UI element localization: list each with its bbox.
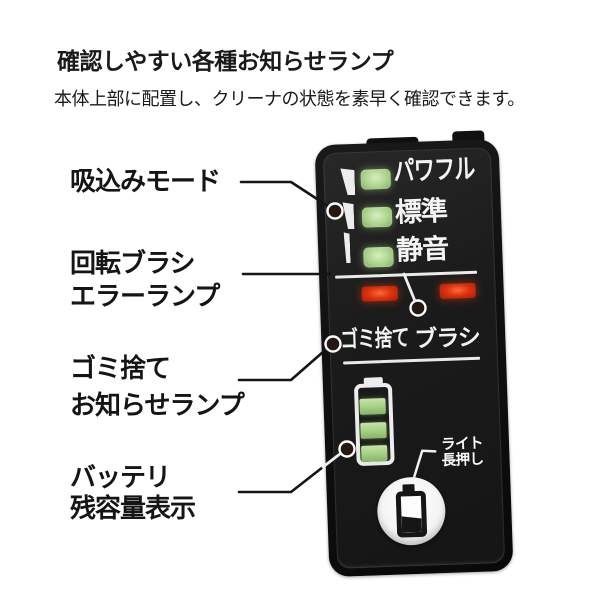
battery-icon	[395, 484, 428, 538]
callout-line-battery-level	[237, 465, 325, 494]
callout-battery-level: バッテリ 残容量表示	[70, 462, 196, 524]
callout-dust-notice-line2: お知らせランプ	[70, 390, 245, 420]
callout-battery-level-line2: 残容量表示	[70, 493, 196, 523]
callout-suction-mode-line1: 吸込みモード	[70, 166, 221, 196]
callout-dust-notice: ゴミ捨て お知らせランプ	[70, 350, 245, 424]
callout-brush-error: 回転ブラシ エラーランプ	[70, 247, 220, 313]
control-panel: パワフル 標準 静音 ゴミ捨て ブラシ ライト 長押し	[314, 130, 514, 578]
battery-icon-fill	[401, 512, 422, 533]
callout-battery-level-line1: バッテリ	[70, 462, 171, 492]
page-title: 確認しやすい各種お知らせランプ	[57, 48, 394, 74]
battery-icon-terminal	[402, 484, 415, 493]
callout-dust-notice-line1: ゴミ捨て	[70, 353, 171, 383]
callout-line-dust-notice	[237, 343, 333, 382]
page-subtitle: 本体上部に配置し、クリーナの状態を素早く確認できます。	[54, 89, 525, 109]
callout-suction-mode: 吸込みモード	[70, 165, 221, 198]
callout-brush-error-line2: エラーランプ	[70, 281, 220, 311]
callout-brush-error-line1: 回転ブラシ	[70, 248, 195, 278]
light-button-pointer-line	[412, 449, 437, 479]
